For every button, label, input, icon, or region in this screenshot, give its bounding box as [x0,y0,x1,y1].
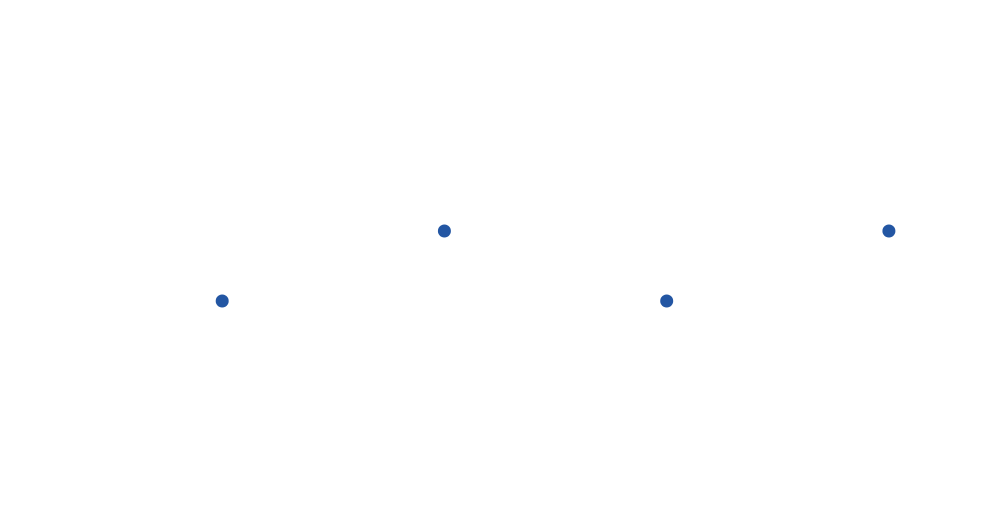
scatter-point-3 [660,294,674,308]
scatter-point-2 [437,224,451,238]
scatter-point-4 [882,224,896,238]
scatter-points [215,224,896,308]
scatter-point-1 [215,294,229,308]
